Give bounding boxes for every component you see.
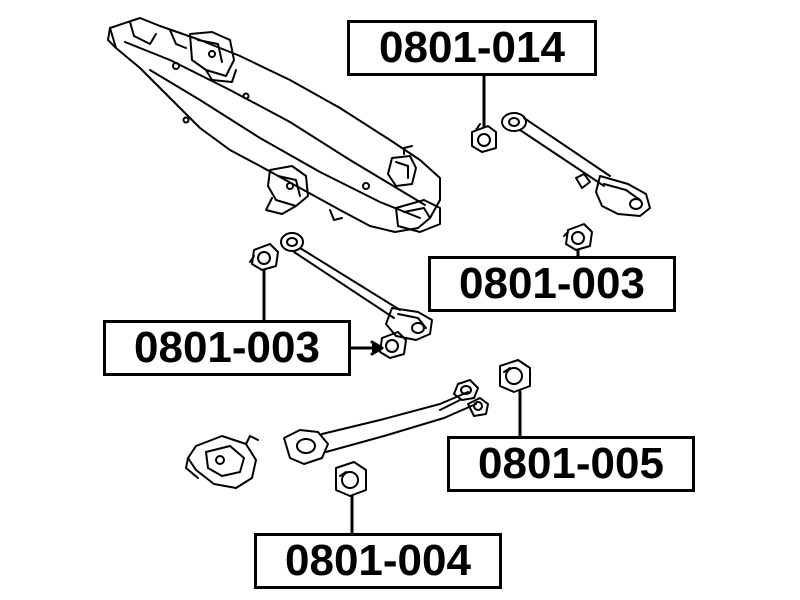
bushing-0801-003-left-lower bbox=[379, 331, 407, 359]
bushing-0801-014 bbox=[471, 123, 497, 153]
bushing-0801-005 bbox=[499, 359, 531, 393]
bushing-0801-003-left-upper bbox=[249, 243, 279, 271]
part-number-label-004: 0801-004 bbox=[254, 533, 502, 589]
middle-control-arm bbox=[280, 232, 433, 341]
lower-trailing-arm bbox=[283, 379, 489, 465]
upper-right-control-arm bbox=[501, 112, 651, 217]
leader-lines bbox=[262, 74, 580, 535]
part-number-label-003-left: 0801-003 bbox=[103, 320, 351, 376]
part-number-label-005: 0801-005 bbox=[447, 436, 695, 492]
part-number-label-014: 0801-014 bbox=[347, 20, 597, 76]
part-number-label-003-right: 0801-003 bbox=[428, 256, 676, 312]
lower-mount-bracket bbox=[185, 435, 259, 489]
axle-housing bbox=[107, 17, 441, 233]
bushing-0801-004 bbox=[335, 461, 367, 497]
bushing-0801-003-right bbox=[563, 223, 593, 251]
